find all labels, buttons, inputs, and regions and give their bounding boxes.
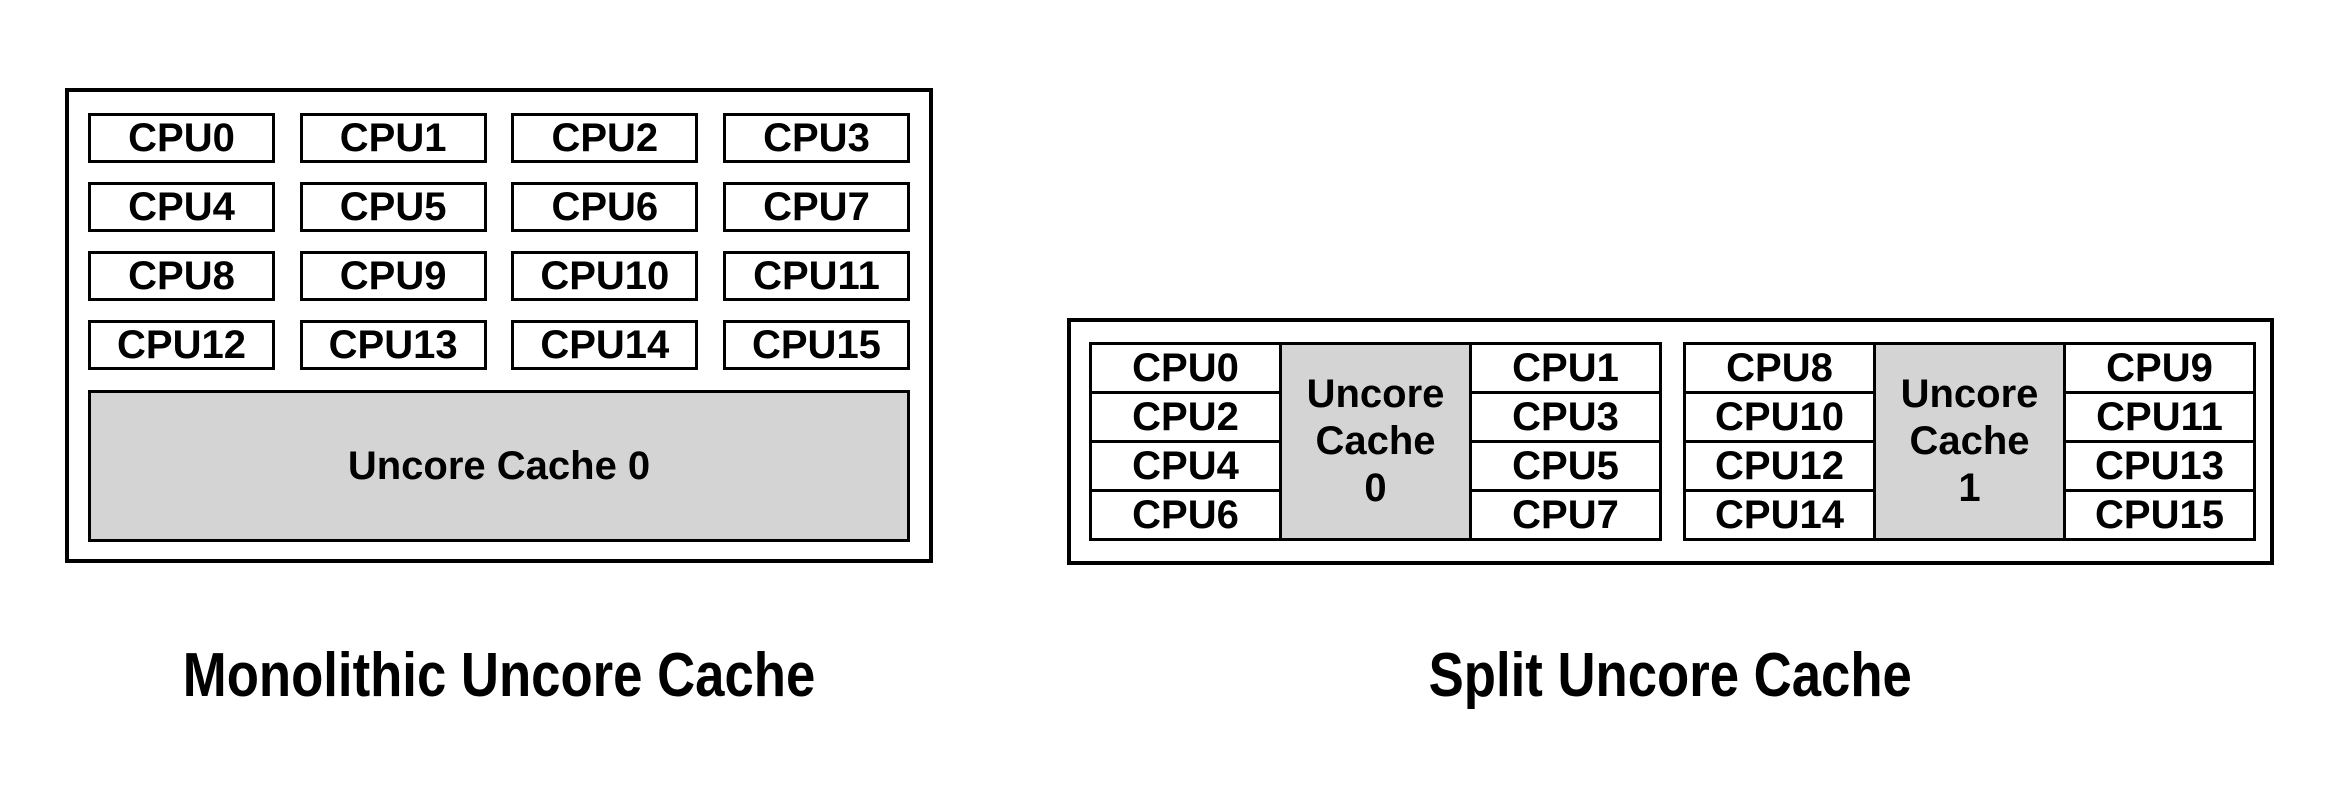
cpu-box: CPU15 <box>722 320 910 370</box>
uncore-cache-cell: Uncore Cache 1 <box>1873 342 2066 541</box>
uncore-cache-cell: Uncore Cache 0 <box>1279 342 1472 541</box>
cpu-box: CPU3 <box>722 113 910 163</box>
cache-line: Cache <box>1909 419 2030 464</box>
monolithic-caption: Monolithic Uncore Cache <box>65 645 933 707</box>
cpu-cell: CPU4 <box>1089 440 1282 492</box>
cache-cluster-1: CPU8 Uncore Cache 1 CPU9 CPU10 CPU11 CPU… <box>1683 342 2256 541</box>
cpu-cell: CPU14 <box>1683 489 1876 541</box>
cpu-cell: CPU2 <box>1089 391 1282 443</box>
cache-line: 0 <box>1364 465 1387 510</box>
cpu-cell: CPU5 <box>1469 440 1662 492</box>
cpu-cell: CPU0 <box>1089 342 1282 394</box>
cpu-cell: CPU8 <box>1683 342 1876 394</box>
cpu-box: CPU0 <box>88 113 275 163</box>
uncore-cache-box: Uncore Cache 0 <box>88 390 910 542</box>
cpu-row: CPU8 CPU9 CPU10 CPU11 <box>88 251 910 301</box>
split-caption: Split Uncore Cache <box>1067 645 2274 707</box>
cache-cluster-0: CPU0 Uncore Cache 0 CPU1 CPU2 CPU3 CPU4 … <box>1089 342 1662 541</box>
cpu-box: CPU1 <box>299 113 487 163</box>
cpu-box: CPU2 <box>511 113 699 163</box>
cpu-box: CPU12 <box>88 320 275 370</box>
cpu-box: CPU11 <box>722 251 910 301</box>
cpu-cell: CPU15 <box>2063 489 2256 541</box>
cpu-box: CPU6 <box>511 182 699 232</box>
cpu-cell: CPU10 <box>1683 391 1876 443</box>
cpu-box: CPU8 <box>88 251 275 301</box>
cpu-cell: CPU9 <box>2063 342 2256 394</box>
cpu-row: CPU0 CPU1 CPU2 CPU3 <box>88 113 910 163</box>
split-caption-text: Split Uncore Cache <box>1428 641 1913 710</box>
monolithic-caption-text: Monolithic Uncore Cache <box>182 641 816 710</box>
cpu-row: CPU4 CPU5 CPU6 CPU7 <box>88 182 910 232</box>
cpu-cell: CPU7 <box>1469 489 1662 541</box>
cpu-box: CPU10 <box>511 251 699 301</box>
cpu-cell: CPU3 <box>1469 391 1662 443</box>
cpu-cell: CPU11 <box>2063 391 2256 443</box>
cache-line: Uncore <box>1306 372 1445 417</box>
cpu-box: CPU14 <box>511 320 699 370</box>
monolithic-diagram: CPU0 CPU1 CPU2 CPU3 CPU4 CPU5 CPU6 CPU7 … <box>65 88 933 563</box>
cpu-box: CPU7 <box>722 182 910 232</box>
cpu-cell: CPU13 <box>2063 440 2256 492</box>
cpu-cell: CPU12 <box>1683 440 1876 492</box>
cpu-box: CPU4 <box>88 182 275 232</box>
split-diagram: CPU0 Uncore Cache 0 CPU1 CPU2 CPU3 CPU4 … <box>1067 318 2274 565</box>
cpu-row: CPU12 CPU13 CPU14 CPU15 <box>88 320 910 370</box>
cpu-box: CPU9 <box>299 251 487 301</box>
cache-line: 1 <box>1958 465 1981 510</box>
cpu-box: CPU5 <box>299 182 487 232</box>
cpu-cell: CPU6 <box>1089 489 1282 541</box>
cpu-cell: CPU1 <box>1469 342 1662 394</box>
cpu-box: CPU13 <box>299 320 487 370</box>
cache-line: Uncore <box>1900 372 2039 417</box>
cache-line: Cache <box>1315 419 1436 464</box>
